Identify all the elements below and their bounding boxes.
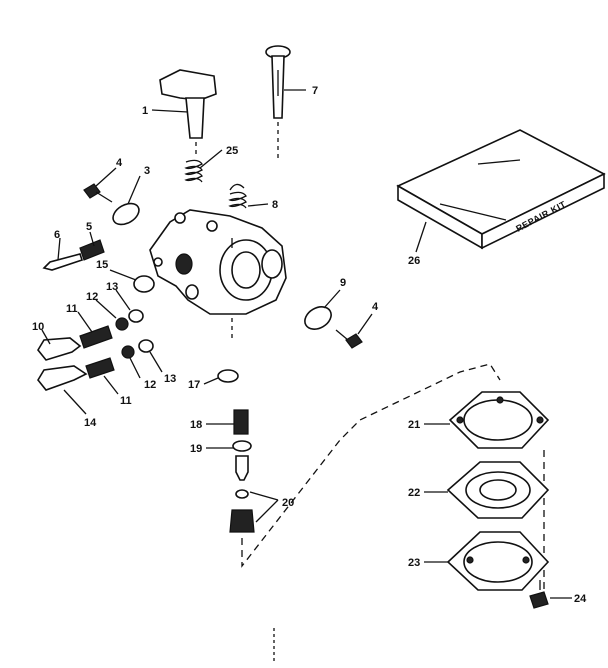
part-8-spring [228, 183, 247, 209]
part-5-spring [79, 239, 105, 261]
connector-dashed [241, 363, 501, 568]
callout-20: 20 [282, 497, 294, 509]
repair-kit-box: REPAIR KIT [396, 129, 606, 250]
part-11-spring-lower [85, 357, 115, 379]
callout-17: 17 [188, 379, 200, 391]
callout-11: 11 [120, 395, 132, 407]
callout-18: 18 [190, 419, 202, 431]
callout-7: 7 [312, 85, 318, 97]
part-14-needle-valve [37, 365, 88, 391]
part-18-spring [233, 409, 249, 435]
part-4-screw-right [335, 329, 363, 349]
callout-3: 3 [144, 165, 150, 177]
part-12-washer-lower [121, 345, 135, 359]
part-21-diaphragm-gasket [448, 391, 550, 449]
callout-labels: 1 3 4 4 5 6 7 8 9 10 11 11 12 12 13 13 1… [32, 85, 587, 605]
part-15-plug [133, 275, 155, 293]
callout-4: 4 [116, 157, 123, 169]
part-22-diaphragm [446, 461, 550, 519]
part-10-needle-valve [37, 337, 82, 361]
callout-13: 13 [164, 373, 176, 385]
callout-8: 8 [272, 199, 278, 211]
callout-25: 25 [226, 145, 238, 157]
part-6-idle-screw [42, 253, 84, 271]
part-7-choke-shaft [265, 45, 291, 160]
callout-4: 4 [372, 301, 379, 313]
part-12-washer-upper [115, 317, 129, 331]
callout-1: 1 [142, 105, 148, 117]
part-25-spring [184, 159, 203, 183]
carburetor-body [149, 209, 287, 340]
callout-10: 10 [32, 321, 44, 333]
callout-19: 19 [190, 443, 202, 455]
part-19-washer [232, 440, 252, 452]
part-1-throttle-shaft [159, 69, 217, 158]
callout-13: 13 [106, 281, 118, 293]
part-4-screw-upper [83, 183, 113, 203]
callout-26: 26 [408, 255, 420, 267]
callout-14: 14 [84, 417, 97, 429]
callout-5: 5 [86, 221, 92, 233]
part-23-diaphragm-cover [446, 531, 550, 591]
part-3-throttle-plate [112, 202, 140, 226]
callout-6: 6 [54, 229, 60, 241]
leader-lines [41, 89, 572, 599]
part-20-inlet-needle-seat [229, 455, 255, 533]
part-11-spring-upper [79, 325, 113, 349]
part-9-choke-plate [304, 306, 332, 330]
callout-12: 12 [86, 291, 98, 303]
callout-12: 12 [144, 379, 156, 391]
callout-15: 15 [96, 259, 108, 271]
part-17-gasket [217, 369, 239, 383]
callout-22: 22 [408, 487, 420, 499]
callout-11: 11 [66, 303, 78, 315]
callout-23: 23 [408, 557, 420, 569]
callout-9: 9 [340, 277, 346, 289]
part-13-o-ring-lower [138, 339, 154, 353]
callout-21: 21 [408, 419, 420, 431]
part-13-o-ring-upper [128, 309, 144, 323]
part-24-screw [529, 580, 549, 609]
callout-24: 24 [574, 593, 587, 605]
